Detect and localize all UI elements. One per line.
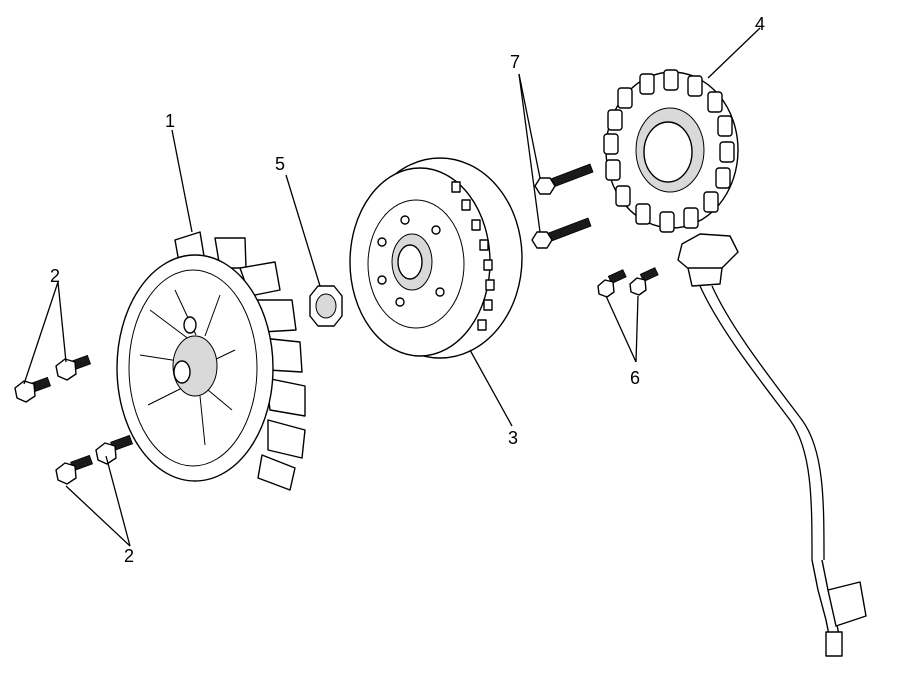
flywheel-rotor bbox=[349, 157, 523, 359]
cooling-fan bbox=[116, 231, 306, 491]
callout-1: 1 bbox=[165, 111, 175, 131]
flange-nut bbox=[309, 285, 343, 327]
bolt-set-2 bbox=[14, 354, 134, 485]
callout-2-upper: 2 bbox=[50, 266, 60, 286]
bolt-2d bbox=[95, 434, 134, 465]
bolt-2a bbox=[14, 376, 52, 403]
bolt-2c bbox=[55, 454, 94, 485]
callout-4: 4 bbox=[755, 14, 765, 34]
callout-5: 5 bbox=[275, 154, 285, 174]
bolt-set-6 bbox=[597, 267, 659, 298]
bolt-set-7 bbox=[531, 163, 594, 249]
bolt-2b bbox=[55, 354, 92, 381]
callout-6: 6 bbox=[630, 368, 640, 388]
callout-labels: 1 2 2 3 4 5 6 7 bbox=[50, 14, 765, 566]
callout-7: 7 bbox=[510, 52, 520, 72]
stator-assembly bbox=[603, 69, 867, 657]
callout-3: 3 bbox=[508, 428, 518, 448]
callout-2-lower: 2 bbox=[124, 546, 134, 566]
leader-lines bbox=[23, 27, 761, 547]
bolt-7b bbox=[531, 217, 592, 249]
bolt-6b bbox=[629, 267, 659, 296]
bolt-7a bbox=[534, 163, 594, 195]
bolt-6a bbox=[597, 269, 627, 298]
